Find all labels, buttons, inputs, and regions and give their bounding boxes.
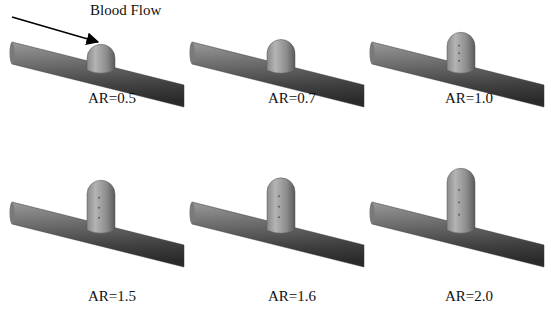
ratio-label: AR=0.7	[268, 90, 316, 107]
probe-point	[278, 195, 280, 197]
probe-point	[458, 60, 460, 62]
aneurysm-sac	[267, 178, 295, 233]
vessel-end	[370, 202, 375, 224]
vessel-end	[190, 202, 195, 224]
probe-point	[458, 214, 460, 216]
aneurysm-sac	[447, 32, 475, 73]
vessel-end	[370, 42, 375, 64]
vessel-render	[370, 32, 545, 107]
ratio-label: AR=1.6	[268, 288, 316, 305]
probe-point	[278, 206, 280, 208]
parent-vessel	[12, 42, 184, 107]
aneurysm-sac	[87, 44, 115, 73]
vessel-end	[10, 202, 15, 224]
ratio-label: AR=1.0	[445, 90, 493, 107]
probe-point	[458, 45, 460, 47]
flow-label: Blood Flow	[90, 2, 161, 19]
aneurysm-sac	[447, 168, 475, 233]
vessel-render	[10, 180, 185, 267]
probe-point	[98, 207, 100, 209]
vessel-end	[10, 42, 15, 64]
probe-point	[458, 189, 460, 191]
vessel-renders	[10, 32, 545, 267]
probe-point	[98, 197, 100, 199]
ratio-label: AR=0.5	[88, 90, 136, 107]
probe-point	[458, 52, 460, 54]
flow-arrow	[12, 17, 98, 42]
probe-point	[98, 217, 100, 219]
vessel-end	[190, 42, 195, 64]
ratio-label: AR=1.5	[88, 288, 136, 305]
vessel-render	[190, 178, 365, 267]
vessel-render	[10, 42, 185, 107]
vessel-render	[190, 39, 365, 107]
probe-point	[458, 201, 460, 203]
probe-point	[278, 216, 280, 218]
aneurysm-sac	[267, 39, 295, 73]
ratio-label: AR=2.0	[445, 288, 493, 305]
aneurysm-sac	[87, 180, 115, 233]
vessel-render	[370, 168, 545, 267]
